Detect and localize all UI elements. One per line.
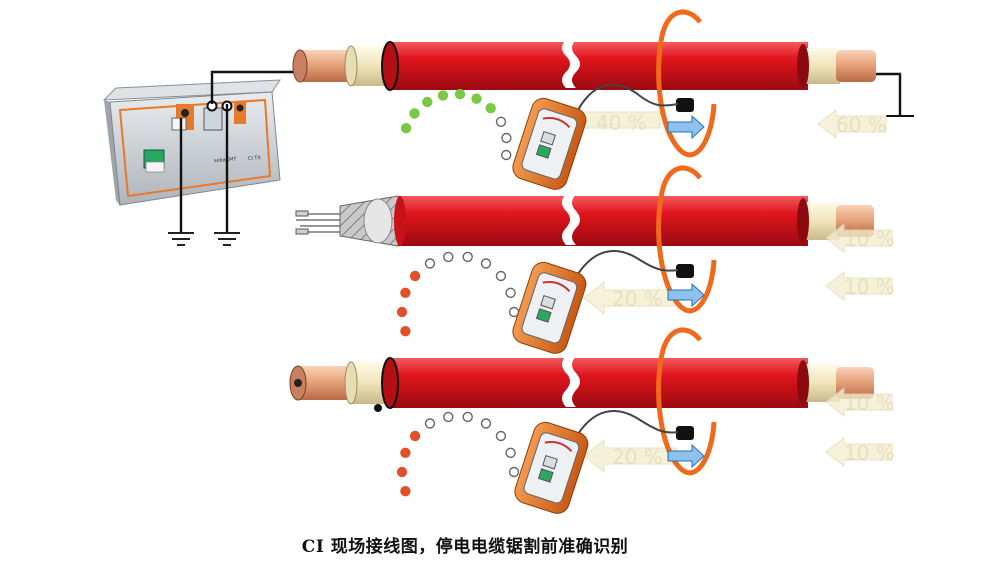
signal-dot-on — [400, 287, 411, 298]
signal-dot-off — [508, 306, 520, 318]
signal-dot-off — [480, 418, 492, 429]
direction-arrow-1 — [667, 114, 705, 140]
direction-arrow-3 — [667, 443, 705, 469]
signal-dot-on — [409, 430, 421, 442]
ghost-label-row1-far: 60 % — [836, 113, 887, 137]
signal-dot-off — [462, 411, 473, 423]
ghost-labels: 40 % 60 % 20 % 10 % 10 % 20 % 10 % 10 % — [596, 111, 895, 469]
signal-arc-row1 — [400, 88, 512, 161]
signal-dot-on — [471, 93, 482, 104]
signal-dot-off — [508, 466, 520, 478]
cable-row-2 — [295, 194, 874, 247]
signal-dot-on — [454, 88, 466, 100]
signal-dot-off — [505, 287, 516, 298]
signal-dot-off — [462, 251, 473, 263]
ground-symbol-2 — [214, 232, 240, 246]
ghost-label-row3-receiver: 20 % — [612, 445, 663, 469]
signal-dot-on — [400, 122, 412, 134]
transmitter-model: CI TX — [248, 155, 262, 162]
ci-receiver-2 — [512, 261, 587, 354]
signal-dot-on — [396, 466, 408, 478]
signal-dot-on — [409, 108, 420, 119]
ghost-arrows — [559, 102, 893, 474]
signal-dot-on — [400, 447, 411, 458]
signal-dot-on — [396, 306, 408, 318]
ci-transmitter: sebaKMT CI TX — [102, 79, 281, 206]
current-clamp-2 — [656, 165, 717, 314]
signal-dot-on — [409, 270, 421, 282]
ghost-label-row2-far-bottom: 10 % — [844, 275, 895, 299]
diagram-caption: CI 现场接线图，停电电缆锯割前准确识别 — [301, 537, 629, 557]
cable-row-3 — [289, 356, 874, 412]
signal-dot-off — [495, 116, 507, 128]
transmitter-brand: sebaKMT — [214, 156, 238, 164]
clamp-connector-1 — [676, 98, 694, 112]
signal-dot-off — [501, 149, 512, 161]
clamp-connector-2 — [676, 264, 694, 278]
signal-dot-off — [424, 418, 436, 429]
signal-dot-off — [443, 251, 454, 263]
ci-receiver-3 — [514, 421, 589, 514]
signal-dot-off — [495, 430, 507, 442]
direction-arrow-2 — [667, 282, 705, 308]
output-terminal — [181, 109, 189, 117]
signal-arc-row2 — [396, 251, 520, 337]
ghost-label-row1-receiver: 40 % — [596, 111, 647, 135]
signal-dot-off — [495, 270, 507, 282]
ghost-label-row2-far-top: 10 % — [844, 227, 895, 251]
signal-dot-on — [400, 326, 411, 337]
ghost-label-row3-far-bottom: 10 % — [844, 441, 895, 465]
signal-dot-off — [443, 411, 454, 423]
receiver-cords — [577, 83, 679, 435]
signal-dot-off — [480, 258, 492, 269]
ghost-label-row2-receiver: 20 % — [612, 287, 663, 311]
cable-row-1 — [292, 40, 914, 117]
signal-dot-off — [424, 258, 436, 269]
signal-dot-on — [485, 102, 496, 114]
signal-dot-off — [505, 447, 516, 458]
ghost-label-row3-far-top: 10 % — [844, 391, 895, 415]
signal-dot-on — [437, 90, 449, 101]
ground-symbol-1 — [168, 232, 194, 246]
current-clamp-3 — [656, 327, 717, 476]
clamp-connector-3 — [676, 426, 694, 440]
signal-dot-on — [400, 486, 411, 497]
signal-dot-off — [501, 132, 512, 144]
ci-receiver-1 — [512, 97, 587, 190]
signal-dot-on — [422, 96, 433, 108]
signal-arc-row3 — [396, 411, 520, 497]
